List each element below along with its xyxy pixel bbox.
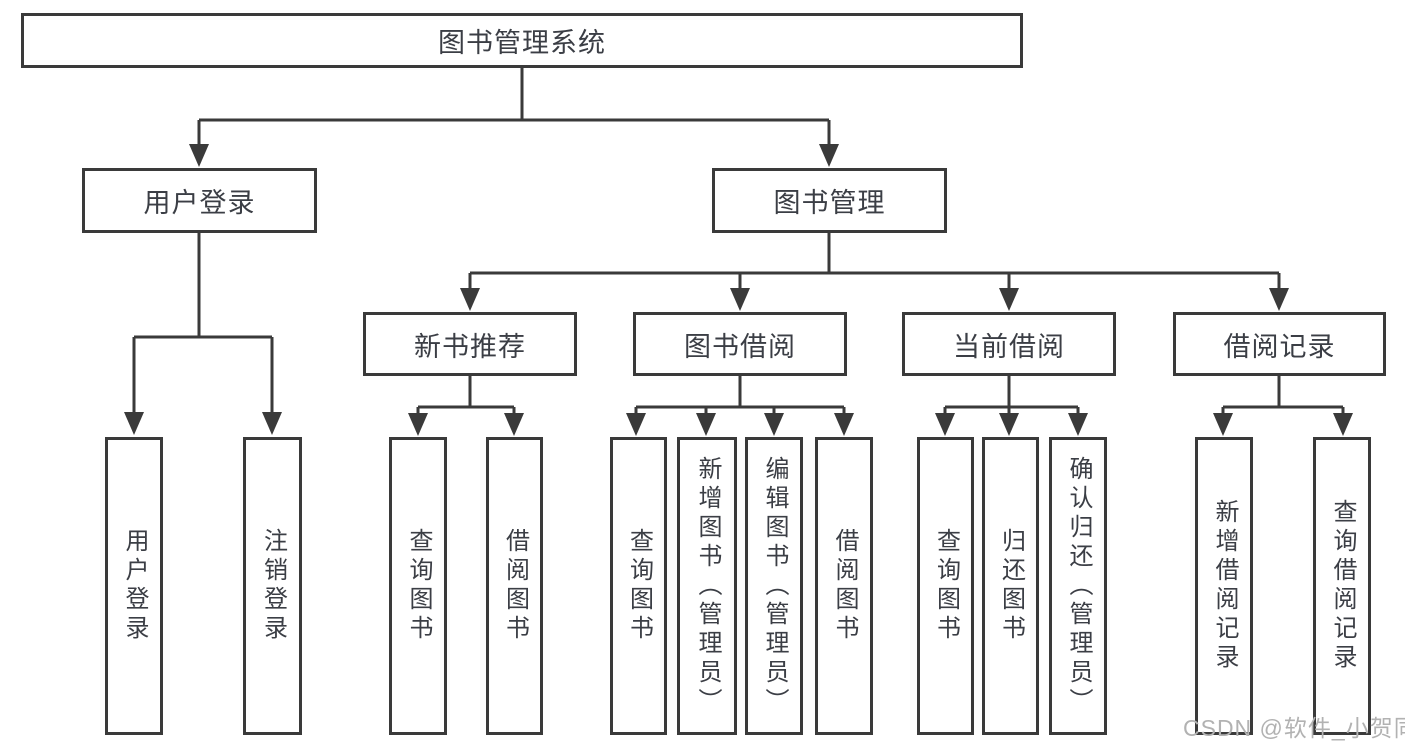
- node-label: 图书借阅: [684, 331, 796, 362]
- leaf-edit-books-admin: 编辑图书（管理员）: [745, 437, 803, 735]
- node-label: 用户登录: [143, 188, 256, 218]
- leaf-label: 新增借阅记录: [1211, 499, 1238, 673]
- leaf-label: 借阅图书: [831, 528, 858, 644]
- node-borrowing-records: 借阅记录: [1173, 312, 1386, 376]
- node-label: 借阅记录: [1223, 331, 1336, 362]
- leaf-label: 用户登录: [121, 528, 148, 644]
- leaf-query-books-borrowing: 查询图书: [610, 437, 667, 735]
- leaf-return-books: 归还图书: [982, 437, 1039, 735]
- leaf-label: 新增图书（管理员）: [694, 455, 721, 717]
- leaf-query-books-current: 查询图书: [917, 437, 974, 735]
- node-label: 新书推荐: [414, 331, 526, 362]
- arrowheads: [124, 144, 1353, 436]
- leaf-query-books-recommend: 查询图书: [389, 437, 447, 735]
- leaf-label: 编辑图书（管理员）: [761, 455, 788, 717]
- node-label: 当前借阅: [953, 331, 1065, 362]
- leaf-label: 归还图书: [997, 528, 1025, 644]
- leaf-label: 借阅图书: [501, 528, 529, 644]
- node-label: 图书管理系统: [438, 28, 606, 58]
- leaf-borrow-books-recommend: 借阅图书: [486, 437, 543, 735]
- leaf-borrow-books-borrowing: 借阅图书: [815, 437, 873, 735]
- node-book-borrowing: 图书借阅: [633, 312, 847, 376]
- leaf-label: 查询图书: [625, 528, 653, 644]
- leaf-logout: 注销登录: [243, 437, 302, 735]
- node-new-book-recommend: 新书推荐: [363, 312, 577, 376]
- leaf-label: 查询图书: [405, 528, 432, 644]
- node-user-login: 用户登录: [82, 168, 317, 233]
- node-root-system: 图书管理系统: [21, 13, 1023, 68]
- leaf-label: 注销登录: [259, 528, 287, 644]
- leaf-label: 查询图书: [932, 528, 960, 644]
- node-current-borrowing: 当前借阅: [902, 312, 1116, 376]
- leaf-add-borrow-record: 新增借阅记录: [1195, 437, 1253, 735]
- node-label: 图书管理: [773, 188, 886, 218]
- leaf-user-login: 用户登录: [105, 437, 163, 735]
- csdn-watermark: CSDN @软件_小贺同学: [1183, 715, 1405, 741]
- leaf-add-books-admin: 新增图书（管理员）: [677, 437, 737, 735]
- leaf-query-borrow-record: 查询借阅记录: [1313, 437, 1371, 735]
- leaf-label: 查询借阅记录: [1329, 499, 1356, 673]
- leaf-label: 确认归还（管理员）: [1065, 455, 1092, 717]
- node-book-management: 图书管理: [712, 168, 947, 233]
- leaf-confirm-return-admin: 确认归还（管理员）: [1049, 437, 1107, 735]
